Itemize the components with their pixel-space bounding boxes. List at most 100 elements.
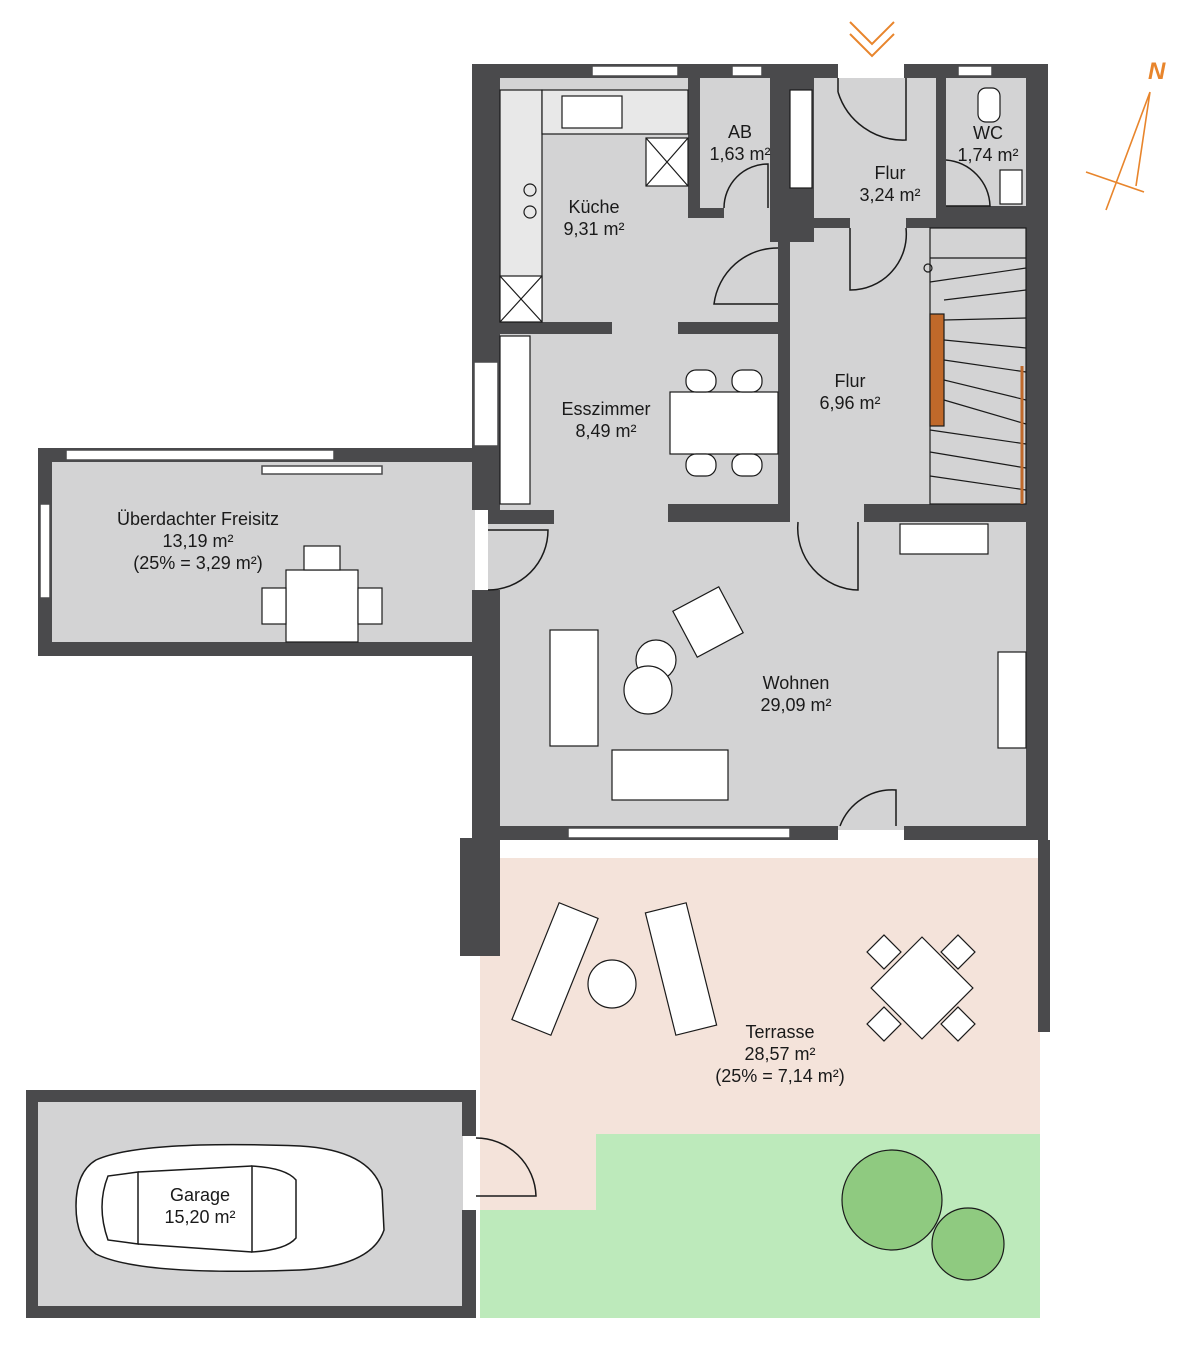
- sun-lounger-1: [511, 901, 599, 1037]
- window-freisitz-top-1: [65, 449, 335, 461]
- stair-start-marker: [923, 263, 933, 273]
- freisitz-bottom-wall: [38, 642, 475, 656]
- bush-large: [841, 1149, 943, 1251]
- door-terrace: [839, 789, 897, 827]
- freisitz-furniture: [261, 545, 383, 643]
- kitchen-sink: [561, 95, 623, 129]
- room-area: 3,24 m²: [859, 185, 921, 205]
- label-flur-hall: Flur 6,96 m²: [819, 370, 880, 414]
- stair-rail: [929, 313, 945, 427]
- freisitz-chair-top: [303, 545, 341, 571]
- bush-small: [931, 1207, 1005, 1281]
- kitchen-hob-2: [523, 205, 537, 219]
- room-area: 1,74 m²: [957, 145, 1019, 165]
- dining-bottom-wall: [488, 510, 554, 524]
- ab-right-wall: [770, 78, 780, 218]
- living-furniture: [549, 523, 1027, 801]
- door-ab: [723, 163, 769, 209]
- label-freisitz: Überdachter Freisitz 13,19 m² (25% = 3,2…: [117, 508, 279, 574]
- terrace-side-table: [587, 959, 637, 1009]
- dining-furniture: [669, 369, 779, 477]
- dining-chair-2: [731, 369, 763, 393]
- tv-unit: [997, 651, 1027, 749]
- car-roof: [137, 1165, 253, 1253]
- wc-fittings: [977, 87, 1023, 205]
- kitchen-ab-wall: [688, 78, 700, 218]
- room-name: Küche: [568, 197, 620, 217]
- wardrobe-flur: [789, 89, 813, 189]
- terrace-chair-2: [940, 934, 976, 970]
- room-area: 13,19 m²: [162, 531, 234, 551]
- dining-table: [669, 391, 779, 455]
- dining-chair-1: [685, 369, 717, 393]
- door-entry-hall: [849, 227, 908, 291]
- terrace-chair-4: [940, 1006, 976, 1042]
- room-name: Esszimmer: [561, 399, 651, 419]
- hall-left-wall: [778, 230, 790, 510]
- windows: [39, 65, 993, 839]
- garden-bushes: [841, 1149, 1005, 1281]
- doors: [475, 78, 991, 1197]
- sofa-bottom: [611, 749, 729, 801]
- garage-right-wall-top: [462, 1090, 476, 1136]
- label-esszimmer: Esszimmer 8,49 m²: [562, 398, 651, 442]
- entry-bottom-wall: [814, 218, 850, 228]
- label-terrasse: Terrasse 28,57 m² (25% = 7,14 m²): [715, 1021, 845, 1087]
- terrace-chair-1: [866, 934, 902, 970]
- south-wall-right: [904, 826, 1048, 840]
- kitchen-fittings: [499, 89, 813, 505]
- terrace-table: [870, 936, 974, 1040]
- freisitz-chair-left: [261, 587, 287, 625]
- window-wc: [957, 65, 993, 77]
- room-area: 15,20 m²: [164, 1207, 236, 1227]
- door-wc: [945, 159, 991, 207]
- flur-left-wall-b: [770, 208, 814, 242]
- stair-treads: [929, 257, 1027, 491]
- hall-bottom-wall-b: [864, 504, 1026, 522]
- compass-icon: [1085, 91, 1151, 211]
- room-name: Überdachter Freisitz: [116, 509, 280, 529]
- window-dining: [473, 361, 499, 447]
- sideboard-living: [899, 523, 989, 555]
- car-rear-window: [101, 1171, 139, 1245]
- room-name: Flur: [834, 371, 866, 391]
- kitchen-bottom-wall-b: [678, 322, 778, 334]
- room-area: 6,96 m²: [819, 393, 881, 413]
- room-area: 29,09 m²: [760, 695, 832, 715]
- label-ab: AB 1,63 m²: [709, 121, 770, 165]
- kitchen-hob-1: [523, 183, 537, 197]
- dining-sideboard: [499, 335, 531, 505]
- garage-top-wall: [26, 1090, 476, 1102]
- room-name: Garage: [169, 1185, 231, 1205]
- dining-chair-3: [685, 453, 717, 477]
- label-flur-entry: Flur 3,24 m²: [859, 162, 920, 206]
- west-wall-lower: [472, 590, 500, 830]
- chevron-down-icon: [849, 21, 895, 58]
- room-name: Flur: [874, 163, 906, 183]
- entry-bottom-wall-b: [906, 218, 1026, 228]
- car-windshield: [251, 1165, 297, 1253]
- wash-basin: [999, 169, 1023, 205]
- sun-lounger-2: [644, 902, 718, 1036]
- label-garage: Garage 15,20 m²: [164, 1184, 235, 1228]
- staircase: [923, 227, 1027, 505]
- wc-bottom-wall: [936, 206, 1026, 218]
- door-freisitz: [487, 529, 549, 591]
- window-ab: [731, 65, 763, 77]
- compass-north-label: N: [1148, 58, 1166, 85]
- room-note: (25% = 7,14 m²): [715, 1066, 845, 1086]
- garage-right-wall-bottom: [462, 1210, 476, 1318]
- label-wohnen: Wohnen 29,09 m²: [760, 672, 831, 716]
- kitchen-fridge-cross: [499, 275, 543, 323]
- terrace-furniture: [511, 901, 976, 1042]
- room-area: 9,31 m²: [563, 219, 625, 239]
- sofa-left: [549, 629, 599, 747]
- hall-bottom-wall-a: [668, 504, 790, 522]
- east-wall: [1026, 64, 1048, 830]
- room-area: 1,63 m²: [709, 144, 771, 164]
- freisitz-table: [285, 569, 359, 643]
- room-name: WC: [973, 123, 1003, 143]
- kitchen-bottom-wall-a: [488, 322, 612, 334]
- room-area: 28,57 m²: [744, 1044, 816, 1064]
